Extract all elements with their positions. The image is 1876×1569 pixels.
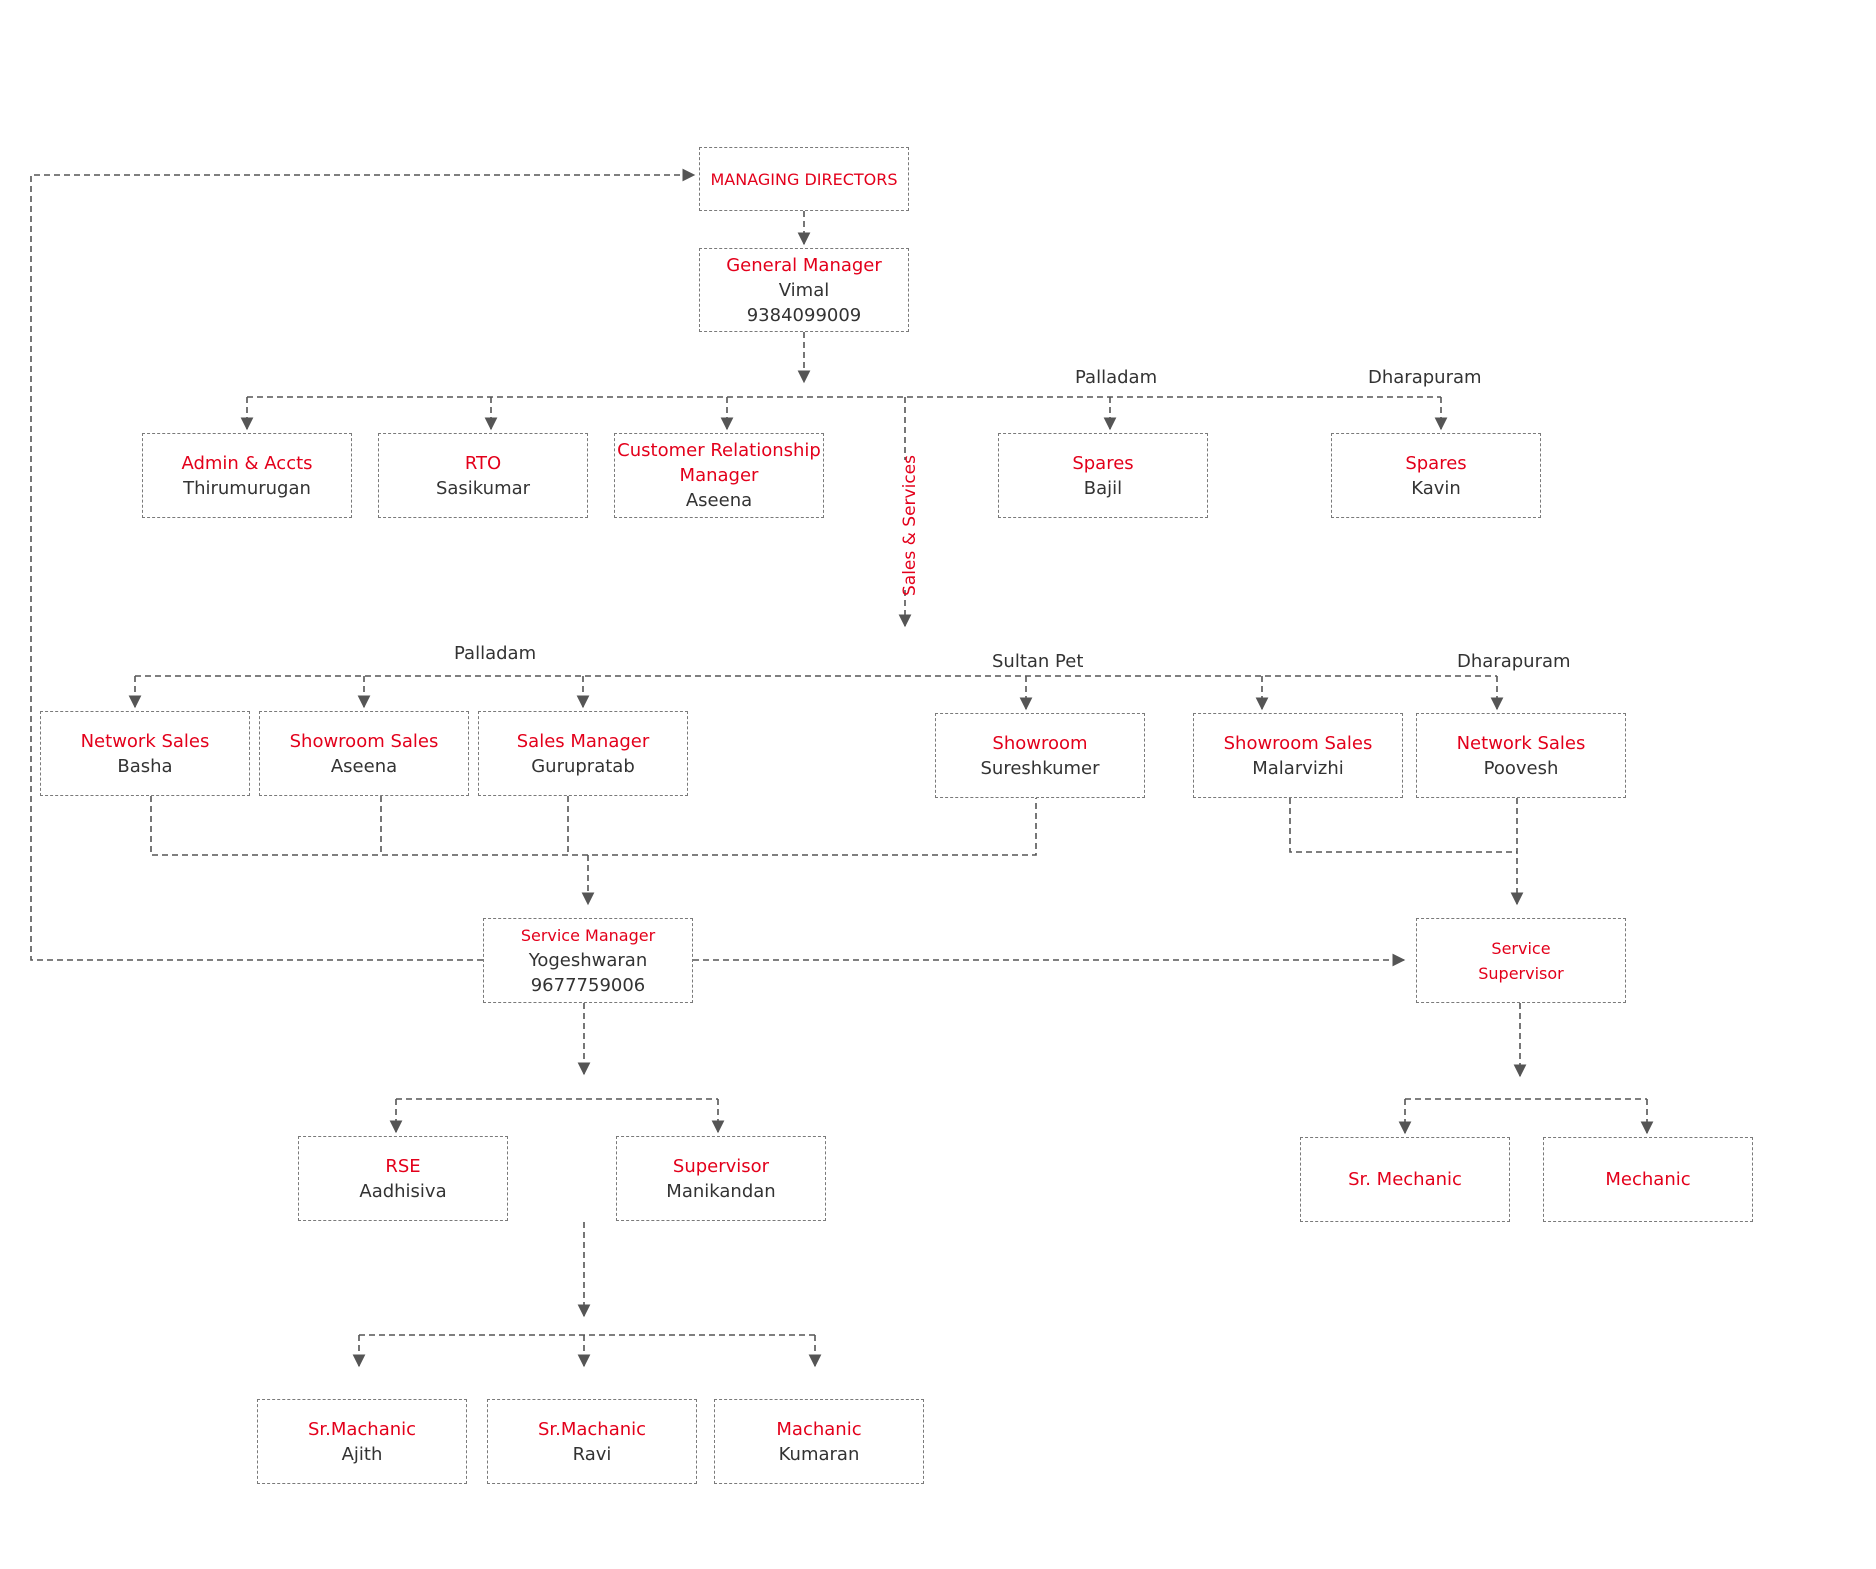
node-name: Malarvizhi	[1252, 757, 1344, 779]
node-title: Network Sales	[1456, 732, 1586, 754]
spares-dharapuram-node: Spares Kavin	[1331, 433, 1541, 518]
node-title: Service Supervisor	[1478, 938, 1564, 983]
node-title: Machanic	[776, 1418, 862, 1440]
location-label-palladam: Palladam	[1075, 367, 1158, 388]
spares-palladam-node: Spares Bajil	[998, 433, 1208, 518]
node-title: RSE	[385, 1155, 421, 1177]
showroom-sultanpet-node: Showroom Sureshkumer	[935, 713, 1145, 798]
connector-loop-to-md	[30, 168, 696, 961]
node-title: MANAGING DIRECTORS	[710, 169, 898, 189]
connector-palladam-merge	[150, 796, 1037, 856]
node-phone: 9677759006	[530, 975, 646, 996]
node-name: Bajil	[1083, 477, 1123, 499]
node-name: Gurupratab	[531, 755, 635, 777]
showroom-sales-palladam-node: Showroom Sales Aseena	[259, 711, 469, 796]
showroom-sales-dharapuram-node: Showroom Sales Malarvizhi	[1193, 713, 1403, 798]
node-name: Basha	[117, 755, 173, 777]
node-title: Service Manager	[520, 926, 656, 945]
node-name: Vimal	[778, 279, 830, 301]
sr-machanic-ravi-node: Sr.Machanic Ravi	[487, 1399, 697, 1484]
node-title: Sr.Machanic	[537, 1418, 647, 1440]
node-title: General Manager	[726, 254, 882, 276]
location-label-sultan-pet: Sultan Pet	[992, 651, 1084, 672]
node-phone: 9384099009	[746, 304, 862, 326]
node-name: Aseena	[685, 490, 753, 511]
node-name: Aseena	[330, 755, 398, 777]
managing-directors-node: MANAGING DIRECTORS	[699, 147, 909, 211]
location-label-dharapuram: Dharapuram	[1457, 651, 1571, 672]
crm-node: Customer Relationship Manager Aseena	[614, 433, 824, 518]
machanic-kumaran-node: Machanic Kumaran	[714, 1399, 924, 1484]
node-title: RTO	[464, 452, 502, 474]
general-manager-node: General Manager Vimal 9384099009	[699, 248, 909, 332]
network-sales-dharapuram-node: Network Sales Poovesh	[1416, 713, 1626, 798]
service-manager-node: Service Manager Yogeshwaran 9677759006	[483, 918, 693, 1003]
node-title: Spares	[1405, 452, 1467, 474]
node-name: Thirumurugan	[183, 477, 311, 499]
node-name: Kumaran	[778, 1443, 860, 1465]
node-name: Sureshkumer	[980, 757, 1100, 779]
node-title: Sr.Machanic	[307, 1418, 417, 1440]
node-title: Sr. Mechanic	[1348, 1169, 1462, 1190]
node-title: Mechanic	[1605, 1169, 1691, 1190]
connector-dharapuram-merge	[1289, 798, 1517, 853]
rse-node: RSE Aadhisiva	[298, 1136, 508, 1221]
mechanic-node: Mechanic	[1543, 1137, 1753, 1222]
node-title: Admin & Accts	[181, 452, 313, 474]
location-label-palladam: Palladam	[454, 643, 537, 664]
node-title: Showroom Sales	[1223, 732, 1373, 754]
node-name: Sasikumar	[435, 477, 531, 499]
node-name: Manikandan	[666, 1180, 776, 1202]
supervisor-node: Supervisor Manikandan	[616, 1136, 826, 1221]
sr-mechanic-node: Sr. Mechanic	[1300, 1137, 1510, 1222]
node-title: Showroom	[992, 732, 1088, 754]
node-name: Ravi	[572, 1443, 612, 1465]
node-name: Aadhisiva	[359, 1180, 447, 1202]
sr-machanic-ajith-node: Sr.Machanic Ajith	[257, 1399, 467, 1484]
admin-accts-node: Admin & Accts Thirumurugan	[142, 433, 352, 518]
node-name: Kavin	[1411, 477, 1461, 499]
node-name: Ajith	[341, 1443, 383, 1465]
sales-services-label: Sales & Services	[900, 455, 920, 596]
location-label-dharapuram: Dharapuram	[1368, 367, 1482, 388]
node-title: Sales Manager	[516, 730, 650, 752]
network-sales-palladam-node: Network Sales Basha	[40, 711, 250, 796]
rto-node: RTO Sasikumar	[378, 433, 588, 518]
node-title: Showroom Sales	[289, 730, 439, 752]
node-title: Spares	[1072, 452, 1134, 474]
node-name: Yogeshwaran	[528, 950, 648, 971]
node-title: Supervisor	[672, 1155, 770, 1177]
sales-manager-node: Sales Manager Gurupratab	[478, 711, 688, 796]
service-supervisor-node: Service Supervisor	[1416, 918, 1626, 1003]
node-title: Customer Relationship Manager	[617, 440, 821, 486]
node-title: Network Sales	[80, 730, 210, 752]
node-name: Poovesh	[1483, 757, 1559, 779]
